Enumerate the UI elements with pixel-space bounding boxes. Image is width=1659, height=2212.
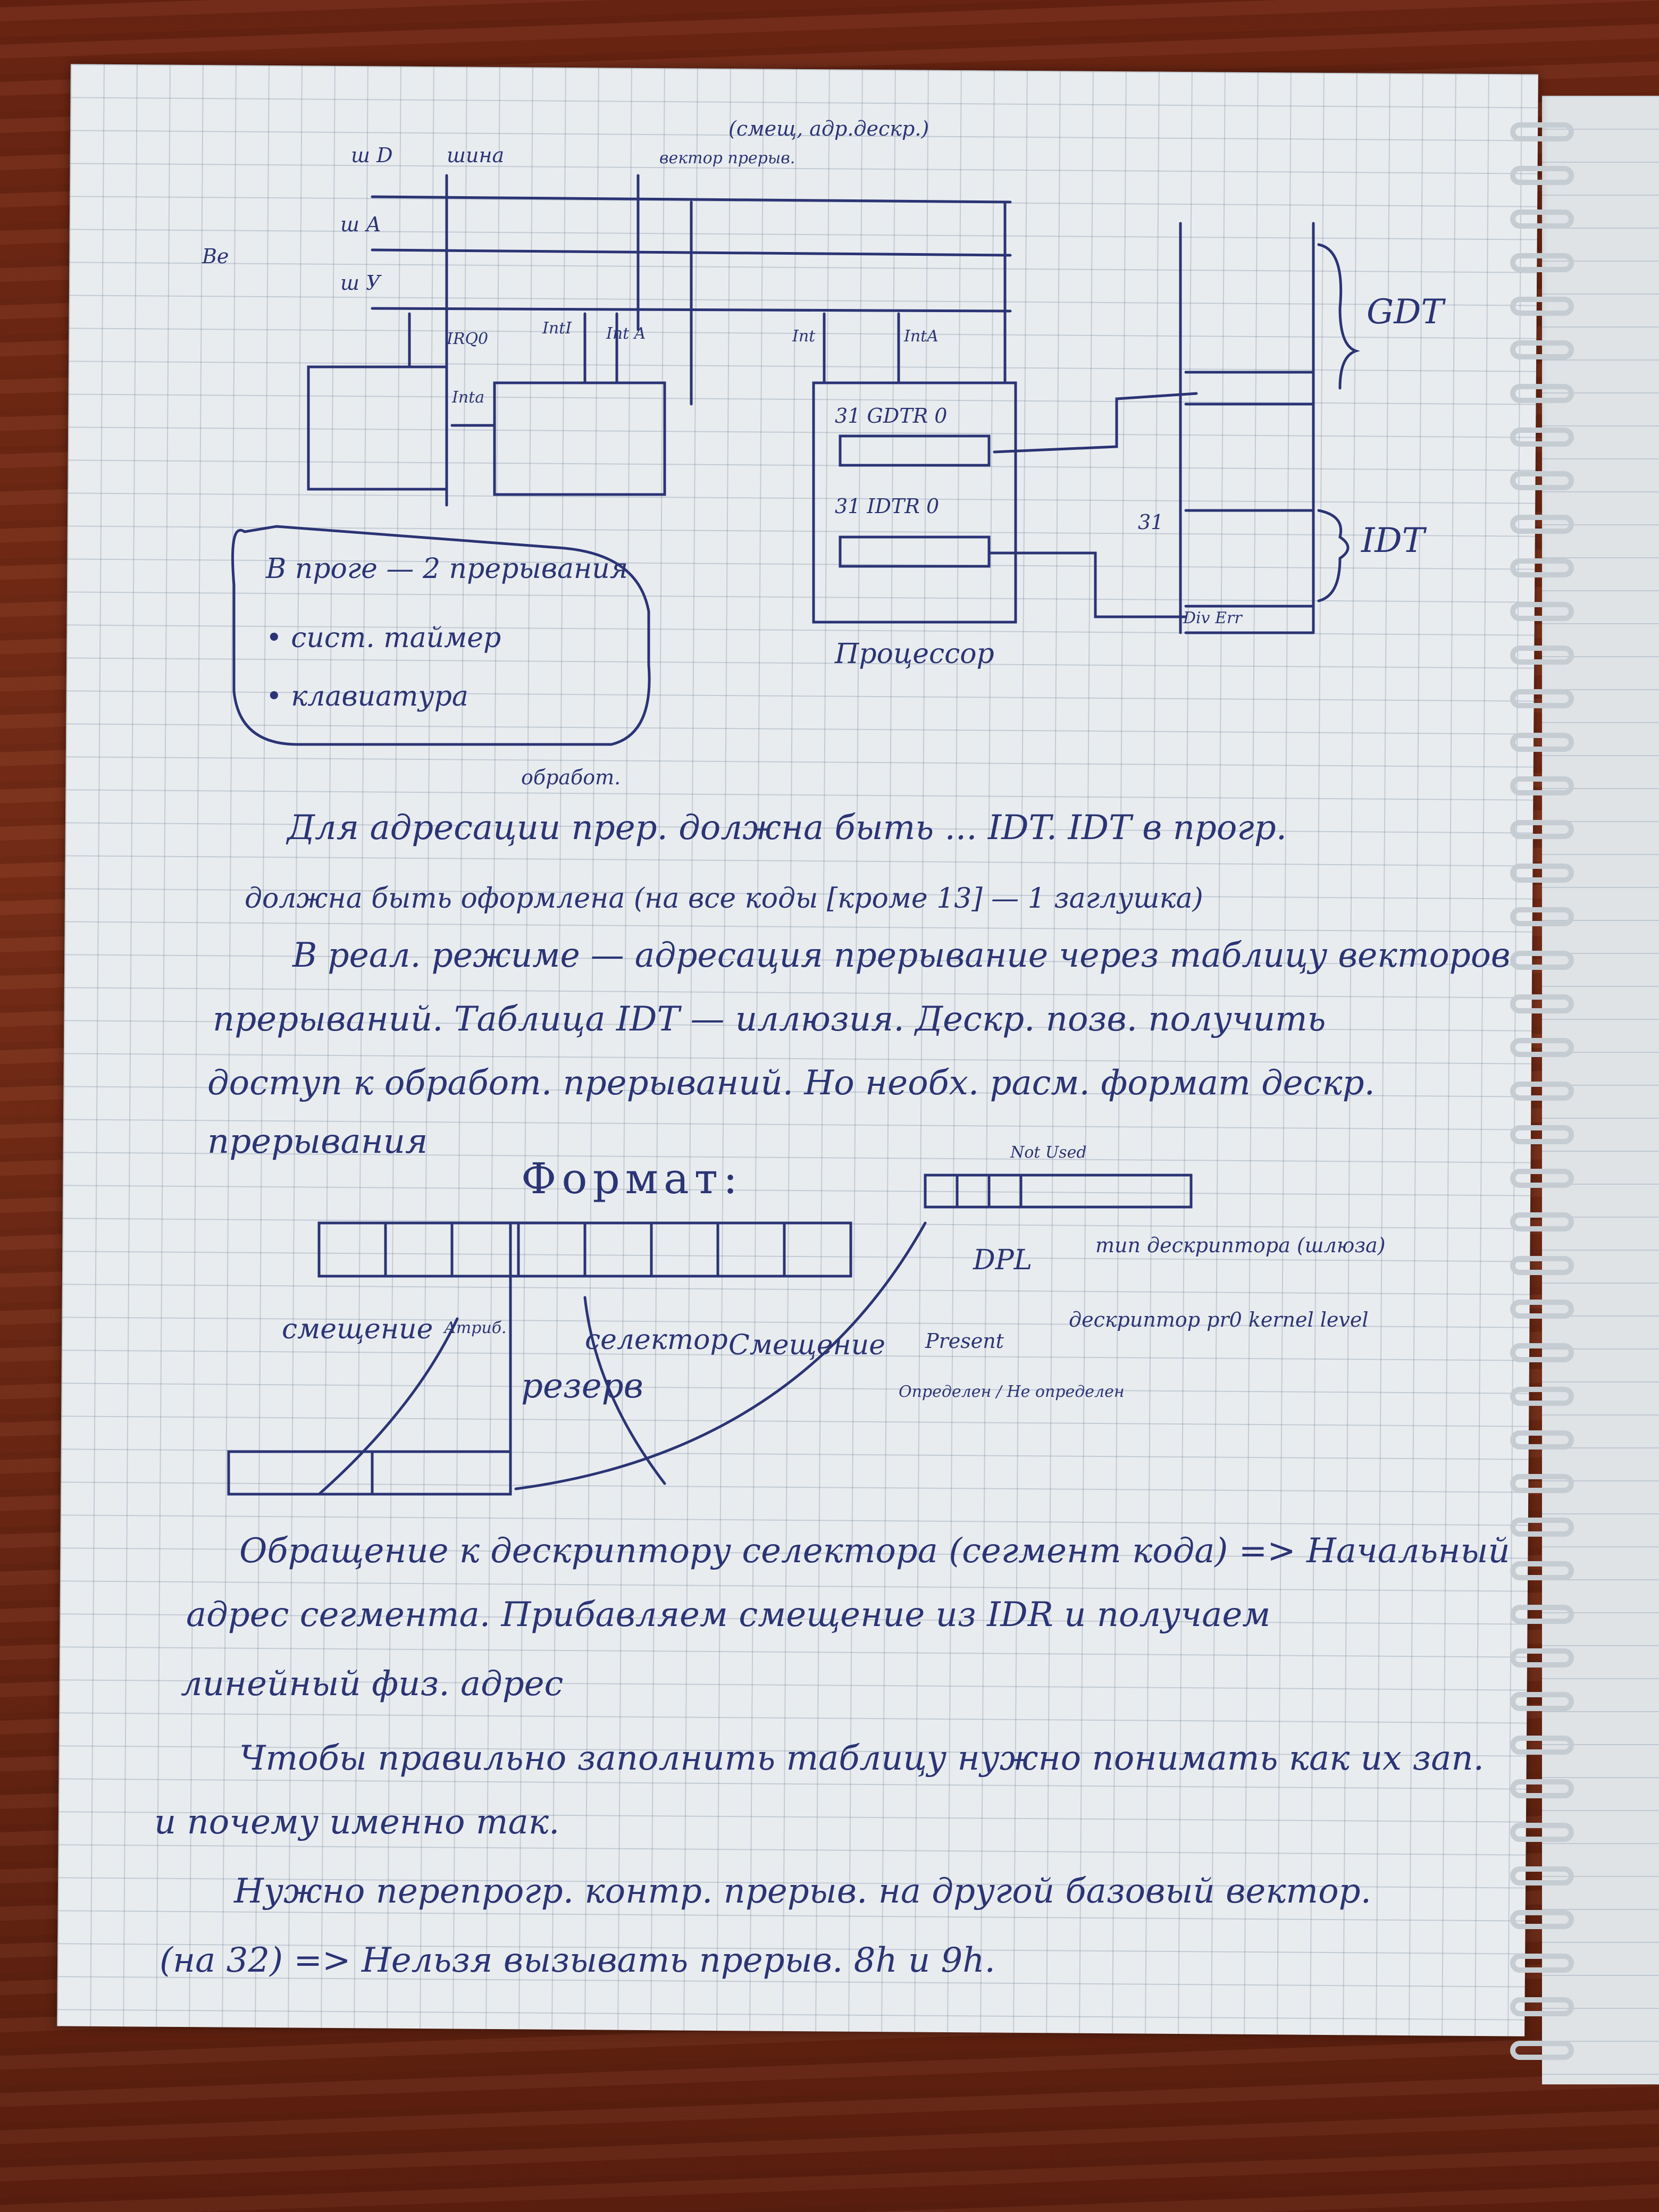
- gdtr-label: 31 GDTR 0: [835, 404, 948, 428]
- spiral-ring: [1510, 558, 1574, 577]
- bottom-line-2: линейный физ. адрес: [181, 1664, 564, 1704]
- irq0-label: IRQ0: [447, 330, 489, 348]
- offset-right-label: Смещение: [728, 1329, 886, 1361]
- spiral-ring: [1510, 1648, 1574, 1668]
- note-line3: • клавиатура: [266, 681, 468, 713]
- spiral-ring: [1510, 1997, 1574, 2016]
- spiral-ring: [1510, 1954, 1574, 1973]
- spiral-ring: [1510, 776, 1574, 795]
- inti-label: IntI: [542, 319, 572, 338]
- spiral-ring: [1510, 122, 1574, 141]
- spiral-ring: [1510, 1125, 1574, 1144]
- type-label: тип дескриптора (шлюза): [1095, 1234, 1386, 1257]
- bus-d-label: ш D: [351, 144, 393, 167]
- spiral-ring: [1510, 210, 1574, 229]
- text-line-3: В реал. режиме — адресация прерывание че…: [292, 936, 1511, 975]
- note-line1: В проге — 2 прерывания: [266, 553, 629, 585]
- spiral-ring: [1510, 951, 1574, 970]
- inta-label: Int A: [606, 324, 646, 343]
- cpu-label: Процессор: [835, 638, 994, 670]
- text-line-1: Для адресации прер. должна быть ... IDT.…: [287, 808, 1287, 848]
- spiral-ring: [1510, 733, 1574, 752]
- offset-left-label: смещение: [282, 1313, 433, 1345]
- spiral-ring: [1510, 253, 1574, 272]
- spiral-ring: [1510, 1082, 1574, 1101]
- div-err-label: Div Err: [1183, 609, 1242, 627]
- bottom-line-1: адрес сегмента. Прибавляем смещение из I…: [186, 1595, 1271, 1635]
- spiral-ring: [1510, 471, 1574, 490]
- note-top: (смещ, адр.дескр.): [728, 117, 929, 140]
- not-used-label: Not Used: [1010, 1143, 1087, 1162]
- spiral-ring: [1510, 1605, 1574, 1624]
- descr-note-label: дескриптор pr0 kernel level: [1069, 1308, 1369, 1331]
- bottom-line-4: и почему именно так.: [154, 1803, 560, 1842]
- reserve-label: резерв: [521, 1367, 643, 1406]
- spiral-ring: [1510, 1169, 1574, 1188]
- bus-u-label: ш У: [340, 271, 381, 295]
- spiral-ring: [1510, 1343, 1574, 1362]
- bottom-line-0: Обращение к дескриптору селектора (сегме…: [239, 1531, 1510, 1571]
- spiral-ring: [1510, 820, 1574, 839]
- text-line-5: доступ к обработ. прерываний. Но необх. …: [207, 1063, 1375, 1103]
- bus-d-right-label: шина: [447, 144, 505, 167]
- spiral-ring: [1510, 1474, 1574, 1493]
- vector-label: вектор прерыв.: [659, 149, 795, 167]
- spiral-ring: [1510, 1692, 1574, 1711]
- spiral-ring: [1510, 1300, 1574, 1319]
- text-line-0: обработ.: [521, 766, 621, 789]
- idt-31-label: 31: [1138, 510, 1164, 534]
- spiral-ring: [1510, 689, 1574, 708]
- spiral-ring: [1510, 864, 1574, 883]
- spiral-ring: [1510, 1038, 1574, 1057]
- bottom-line-3: Чтобы правильно заполнить таблицу нужно …: [239, 1739, 1484, 1778]
- spiral-ring: [1510, 1823, 1574, 1842]
- spiral-ring: [1510, 1256, 1574, 1275]
- bus-a-label: ш А: [340, 213, 381, 236]
- inta-small-label: Intа: [452, 388, 485, 407]
- attr-label: Атриб.: [444, 1319, 507, 1337]
- present-label: Present: [925, 1329, 1004, 1353]
- spiral-ring: [1510, 2041, 1574, 2060]
- spiral-ring: [1510, 515, 1574, 534]
- spiral-ring: [1510, 1779, 1574, 1798]
- spiral-ring: [1510, 1387, 1574, 1406]
- spiral-ring: [1510, 428, 1574, 447]
- spiral-ring: [1510, 384, 1574, 403]
- spiral-ring: [1510, 1518, 1574, 1537]
- spiral-ring: [1510, 1561, 1574, 1580]
- cpu-int-label: Int: [792, 327, 816, 346]
- text-line-2: должна быть оформлена (на все коды [кром…: [245, 883, 1203, 915]
- spiral-ring: [1510, 907, 1574, 926]
- defined-label: Определен / Не определен: [899, 1382, 1125, 1401]
- spiral-ring: [1510, 1736, 1574, 1755]
- idt-label: IDT: [1361, 521, 1425, 560]
- text-line-4: прерываний. Таблица IDT — иллюзия. Дескр…: [213, 1000, 1326, 1039]
- format-title: Формат:: [521, 1154, 743, 1203]
- note-line2: • сист. таймер: [266, 622, 501, 654]
- selector-label: селектор: [585, 1324, 728, 1356]
- idtr-label: 31 IDTR 0: [835, 495, 940, 518]
- spiral-ring: [1510, 602, 1574, 621]
- text-line-6: прерывания: [207, 1122, 428, 1161]
- spiral-ring: [1510, 646, 1574, 665]
- spiral-ring: [1510, 1866, 1574, 1886]
- cpu-inta-label: IntA: [904, 327, 939, 346]
- spiral-ring: [1510, 1430, 1574, 1449]
- dpl-label: DPL: [973, 1244, 1033, 1276]
- spiral-ring: [1510, 1212, 1574, 1231]
- spiral-ring: [1510, 297, 1574, 316]
- bottom-line-6: (на 32) => Нельзя вызывать прерыв. 8h и …: [160, 1941, 995, 1980]
- bottom-line-5: Нужно перепрогр. контр. прерыв. на друго…: [234, 1872, 1371, 1911]
- spiral-ring: [1510, 340, 1574, 359]
- spiral-ring: [1510, 166, 1574, 185]
- left-mark: Ве: [202, 245, 229, 268]
- spiral-ring: [1510, 1910, 1574, 1929]
- gdt-label: GDT: [1367, 292, 1444, 332]
- spiral-ring: [1510, 994, 1574, 1013]
